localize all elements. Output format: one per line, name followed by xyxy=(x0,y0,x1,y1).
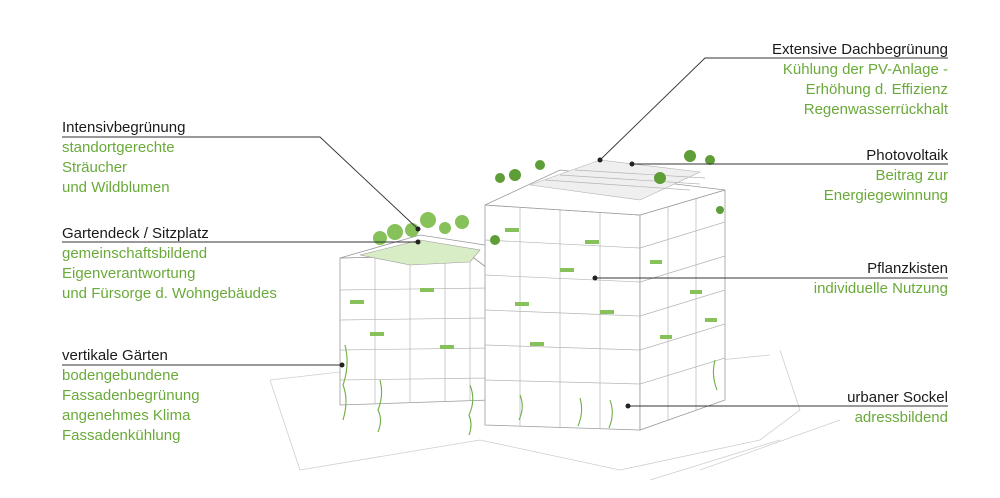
label-line: Sträucher xyxy=(62,159,128,176)
label-line: und Fürsorge d. Wohngebäudes xyxy=(62,285,277,302)
label-title: Extensive Dachbegrünung xyxy=(772,41,948,58)
label-title: Gartendeck / Sitzplatz xyxy=(62,225,209,242)
label-line: Kühlung der PV-Anlage - xyxy=(782,61,948,78)
label-line: gemeinschaftsbildend xyxy=(62,245,208,262)
label-title: vertikale Gärten xyxy=(62,347,168,364)
label-line: Eigenverantwortung xyxy=(62,265,196,282)
label-line: Fassadenbegrünung xyxy=(62,387,200,404)
label-title: Intensivbegrünung xyxy=(62,119,186,136)
label-photovoltaic: Photovoltaik Beitrag zur Energiegewinnun… xyxy=(824,146,948,206)
label-title: urbaner Sockel xyxy=(847,389,948,406)
label-line: Regenwasserrückhalt xyxy=(803,101,948,118)
tall-building xyxy=(484,159,726,431)
label-vertical-gardens: vertikale Gärten bodengebundene Fassaden… xyxy=(62,346,200,446)
label-line: individuelle Nutzung xyxy=(813,280,948,297)
label-line: Beitrag zur xyxy=(875,167,948,184)
label-line: standortgerechte xyxy=(62,139,175,156)
label-title: Pflanzkisten xyxy=(867,260,948,277)
lower-building xyxy=(339,234,491,406)
ground-plane xyxy=(269,349,841,481)
label-line: angenehmes Klima xyxy=(62,407,191,424)
label-line: und Wildblumen xyxy=(62,179,170,196)
label-planters: Pflanzkisten individuelle Nutzung xyxy=(814,259,948,299)
greenery xyxy=(342,150,724,436)
label-title: Photovoltaik xyxy=(866,147,948,164)
label-urban-plinth: urbaner Sockel adressbildend xyxy=(847,388,948,428)
leader-lines xyxy=(62,57,948,409)
label-line: adressbildend xyxy=(854,409,948,426)
label-intensive-greening: Intensivbegrünung standortgerechte Sträu… xyxy=(62,118,185,198)
label-line: bodengebundene xyxy=(62,367,179,384)
label-extensive-roof-greening: Extensive Dachbegrünung Kühlung der PV-A… xyxy=(772,40,948,120)
label-garden-deck: Gartendeck / Sitzplatz gemeinschaftsbild… xyxy=(62,224,277,304)
label-line: Fassadenkühlung xyxy=(62,427,181,444)
label-line: Erhöhung d. Effizienz xyxy=(805,81,948,98)
label-line: Energiegewinnung xyxy=(823,187,948,204)
